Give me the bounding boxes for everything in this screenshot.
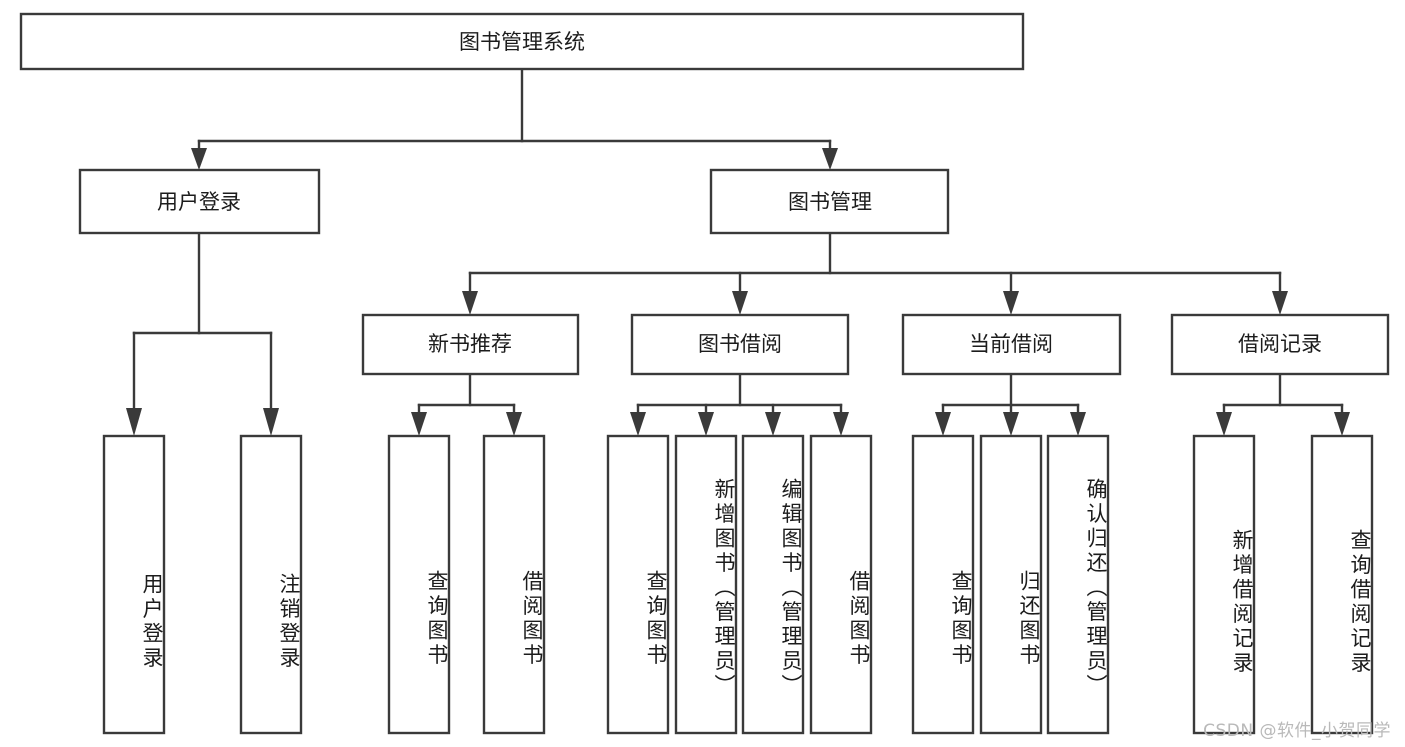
node-current-borrow-box[interactable] — [901, 313, 1122, 376]
node-borrow-record-label: 借阅记录 — [1238, 332, 1322, 356]
node-borrow-record[interactable]: 借阅记录 — [1170, 313, 1390, 376]
node-user-login-label: 用户登录 — [157, 190, 241, 214]
node-book-manage-box[interactable] — [709, 168, 950, 235]
node-book-borrow[interactable]: 图书借阅 — [630, 313, 850, 376]
arrow-head-leaf-query-record — [1334, 412, 1350, 436]
arrow-head-leaf-logout-login — [263, 408, 279, 436]
arrow-head-leaf-query-book-1 — [411, 412, 427, 436]
node-current-borrow-label: 当前借阅 — [969, 332, 1053, 356]
node-user-login-box[interactable] — [78, 168, 321, 235]
node-root[interactable]: 图书管理系统 — [19, 12, 1025, 71]
arrow-head-leaf-add-record — [1216, 412, 1232, 436]
node-book-manage[interactable]: 图书管理 — [709, 168, 950, 235]
node-leaf-query-book-1-box[interactable] — [387, 434, 451, 735]
arrow-head-leaf-user-login — [126, 408, 142, 436]
node-leaf-add-record-box[interactable] — [1192, 434, 1256, 735]
node-leaf-query-book-2-box[interactable] — [606, 434, 670, 735]
arrow-head-leaf-borrow-book-2 — [833, 412, 849, 436]
node-book-manage-label: 图书管理 — [788, 190, 872, 214]
node-root-label: 图书管理系统 — [459, 30, 585, 54]
csdn-watermark: CSDN @软件_小贺同学 — [1203, 721, 1391, 741]
arrow-head-current-borrow — [1003, 291, 1019, 315]
node-leaf-return-book-box[interactable] — [979, 434, 1043, 735]
connector-group — [126, 67, 1350, 436]
node-root-box[interactable] — [19, 12, 1025, 71]
node-leaf-edit-book-box[interactable] — [741, 434, 805, 735]
arrow-head-leaf-add-book — [698, 412, 714, 436]
arrow-head-book-borrow — [732, 291, 748, 315]
node-leaf-query-book-3-box[interactable] — [911, 434, 975, 735]
arrow-head-leaf-query-book-2 — [630, 412, 646, 436]
arrow-head-user-login — [191, 148, 207, 170]
arrow-head-leaf-borrow-book-1 — [506, 412, 522, 436]
arrow-head-leaf-confirm-return — [1070, 412, 1086, 436]
node-borrow-record-box[interactable] — [1170, 313, 1390, 376]
arrow-head-new-book-recommend — [462, 291, 478, 315]
arrow-head-book-manage — [822, 148, 838, 170]
node-leaf-borrow-book-1-box[interactable] — [482, 434, 546, 735]
node-leaf-borrow-book-2-box[interactable] — [809, 434, 873, 735]
node-new-book-recommend-label: 新书推荐 — [428, 332, 512, 356]
arrow-head-leaf-query-book-3 — [935, 412, 951, 436]
node-user-login[interactable]: 用户登录 — [78, 168, 321, 235]
node-new-book-recommend[interactable]: 新书推荐 — [361, 313, 580, 376]
node-leaf-query-record-box[interactable] — [1310, 434, 1374, 735]
node-new-book-recommend-box[interactable] — [361, 313, 580, 376]
node-leaf-logout-login-box[interactable] — [239, 434, 303, 735]
arrow-head-leaf-edit-book — [765, 412, 781, 436]
node-leaf-user-login-box[interactable] — [102, 434, 166, 735]
node-leaf-add-book-box[interactable] — [674, 434, 738, 735]
node-leaf-confirm-return-box[interactable] — [1046, 434, 1110, 735]
node-book-borrow-label: 图书借阅 — [698, 332, 782, 356]
node-book-borrow-box[interactable] — [630, 313, 850, 376]
arrow-head-leaf-return-book — [1003, 412, 1019, 436]
arrow-head-borrow-record — [1272, 291, 1288, 315]
node-current-borrow[interactable]: 当前借阅 — [901, 313, 1122, 376]
